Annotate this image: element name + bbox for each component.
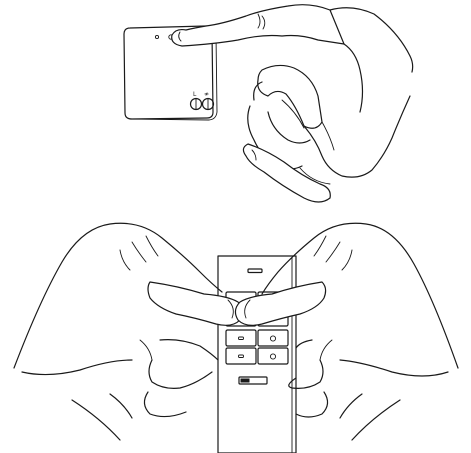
remote-control [218,256,296,453]
remote-step [14,223,458,453]
receiver-step: L ≉ [124,5,413,202]
left-hand [14,223,243,440]
terminal-label-neutral: ≉ [204,91,209,98]
